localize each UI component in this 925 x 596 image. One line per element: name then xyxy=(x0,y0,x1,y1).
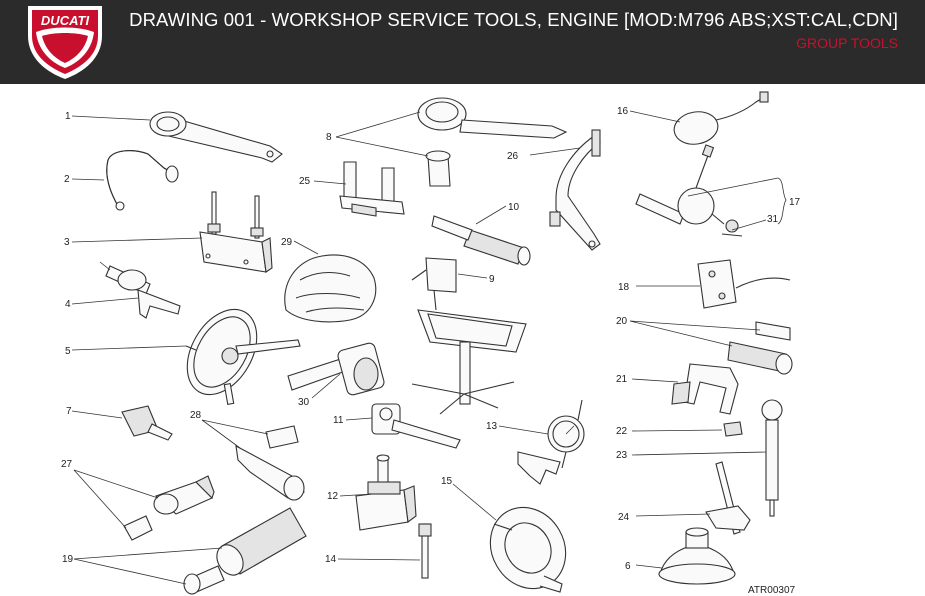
header: DUCATI DRAWING 001 - WORKSHOP SERVICE TO… xyxy=(0,0,925,84)
tool-16-mirror-cable xyxy=(673,91,769,145)
callout-5: 5 xyxy=(65,346,71,357)
tool-5-degree-wheel xyxy=(185,308,301,406)
tool-8-pin-wrench xyxy=(417,97,568,187)
callout-8: 8 xyxy=(326,132,332,143)
tool-12-holder xyxy=(355,454,417,531)
callout-25: 25 xyxy=(299,176,311,187)
tool-22-nut xyxy=(723,421,743,437)
callout-11: 11 xyxy=(333,415,344,426)
tool-7-threaded-pin xyxy=(121,405,173,441)
callout-1: 1 xyxy=(65,111,71,122)
svg-text:DUCATI: DUCATI xyxy=(41,13,90,28)
callout-13: 13 xyxy=(486,421,498,432)
tool-10-knurled-driver xyxy=(431,215,531,266)
callout-31: 31 xyxy=(767,214,779,225)
tool-24-fork xyxy=(705,461,751,535)
callout-9: 9 xyxy=(489,274,495,285)
callout-numbers: 1 2 3 4 5 7 27 19 28 30 25 29 8 26 10 9 … xyxy=(61,106,801,596)
callout-2: 2 xyxy=(64,174,70,185)
callout-12: 12 xyxy=(327,491,339,502)
callout-21: 21 xyxy=(616,374,628,385)
tool-28-drifts xyxy=(235,425,305,501)
callout-18: 18 xyxy=(618,282,630,293)
page-title: DRAWING 001 - WORKSHOP SERVICE TOOLS, EN… xyxy=(129,9,898,30)
callout-30: 30 xyxy=(298,397,310,408)
tool-19-knurled-sleeve xyxy=(183,507,307,595)
leader-lines xyxy=(71,110,787,585)
callout-15: 15 xyxy=(441,476,453,487)
callout-10: 10 xyxy=(508,202,520,213)
tool-30-bearing-puller xyxy=(287,342,385,396)
tool-9-stand-tray xyxy=(411,257,527,415)
tool-11-wrench xyxy=(371,403,461,449)
callout-14: 14 xyxy=(325,554,337,565)
tool-2-bent-bar xyxy=(106,150,179,211)
callout-27: 27 xyxy=(61,459,73,470)
callout-20: 20 xyxy=(616,316,628,327)
tool-17-gauge-assembly xyxy=(635,144,743,237)
callout-17: 17 xyxy=(789,197,801,208)
tool-4-t-handle-puller xyxy=(99,261,181,319)
callout-3: 3 xyxy=(64,237,70,248)
tool-15-ring-plate xyxy=(489,506,567,593)
callout-29: 29 xyxy=(281,237,293,248)
callout-7: 7 xyxy=(66,406,72,417)
callout-19: 19 xyxy=(62,554,74,565)
parts-diagram: 1 2 3 4 5 7 27 19 28 30 25 29 8 26 10 9 … xyxy=(61,91,801,596)
tool-3-bracket xyxy=(199,191,273,273)
tool-1-ring-spanner xyxy=(149,111,283,163)
callout-16: 16 xyxy=(617,106,629,117)
tool-21-bracket xyxy=(671,363,739,415)
callout-22: 22 xyxy=(616,426,628,437)
tool-27-adaptor xyxy=(123,475,215,541)
tool-29-cover xyxy=(284,254,377,323)
drawing-code: ATR00307 xyxy=(748,585,796,596)
tool-6-base xyxy=(658,527,736,585)
callout-23: 23 xyxy=(616,450,628,461)
tool-14-pin xyxy=(418,523,432,579)
group-tools-link[interactable]: GROUP TOOLS xyxy=(796,35,898,51)
ducati-logo: DUCATI xyxy=(28,6,102,79)
callout-24: 24 xyxy=(618,512,630,523)
callout-6: 6 xyxy=(625,561,631,572)
callout-28: 28 xyxy=(190,410,202,421)
callout-26: 26 xyxy=(507,151,519,162)
tool-20-cylinders xyxy=(727,321,793,375)
tool-25-u-frame xyxy=(339,161,405,217)
tool-26-arc-tool xyxy=(549,129,601,251)
callout-4: 4 xyxy=(65,299,71,310)
tool-13-dial-indicator xyxy=(517,399,585,485)
tool-23-dial-gauge xyxy=(761,399,783,517)
tool-18-bridge xyxy=(697,259,791,309)
